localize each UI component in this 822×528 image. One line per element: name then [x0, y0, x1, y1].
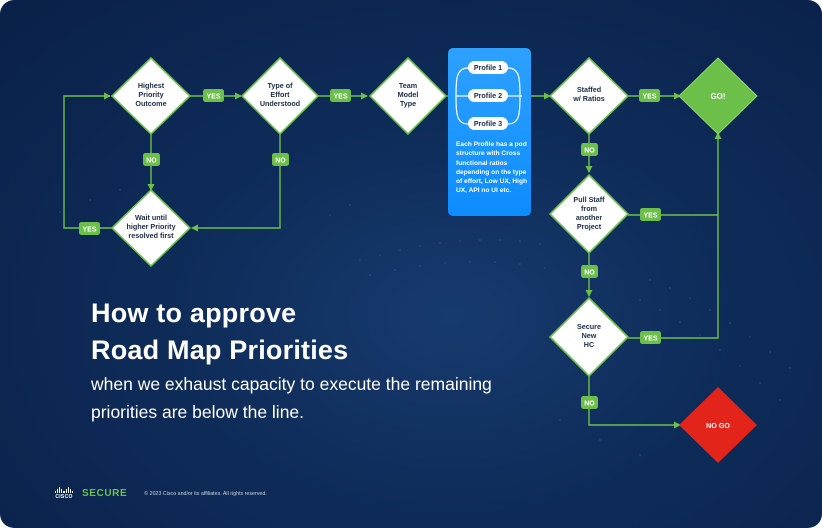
arrow-secure-no	[588, 376, 681, 429]
diamond-type-line2: Effort	[270, 90, 290, 99]
no-badge-staffed: NO	[584, 148, 595, 155]
yes-badge-highest: YES	[206, 94, 220, 101]
diamond-pull-line1: Pull Staff	[573, 195, 605, 204]
cisco-wordmark: CISCO	[55, 494, 73, 500]
diamond-secure-hc: Secure New HC	[548, 296, 630, 378]
profile-2-pill: Profile 2	[474, 91, 502, 100]
diamond-wait-line1: Wait until	[135, 213, 167, 222]
yes-badge-secure: YES	[643, 336, 657, 343]
profile-note: Each Profile has a pod structure with Cr…	[456, 141, 528, 195]
no-badge-secure: NO	[584, 401, 595, 408]
no-badge-highest: NO	[146, 158, 157, 165]
no-badge-type: NO	[275, 158, 286, 165]
diamond-pull-line2: from	[581, 204, 597, 213]
title-line-1: How to approve	[91, 298, 297, 328]
title-line-2: Road Map Priorities	[91, 335, 349, 365]
profile-1-pill: Profile 1	[474, 63, 502, 72]
diamond-team-model: Team Model Type	[368, 56, 448, 136]
diamond-highest-line1: Highest	[138, 81, 165, 90]
diamond-staffed-line1: Staffed	[577, 85, 601, 94]
diamond-secure-line2: New	[582, 331, 597, 340]
yes-badge-wait: YES	[82, 227, 96, 234]
diamond-pull-line4: Project	[577, 222, 602, 231]
diamond-wait-line2: higher Priority	[126, 222, 175, 231]
diamond-wait-line3: resolved first	[128, 231, 174, 240]
diamond-type-line1: Type of	[267, 81, 293, 90]
no-go-label: NO GO	[706, 421, 730, 430]
copyright: © 2023 Cisco and/or its affiliates. All …	[144, 490, 267, 497]
diamond-team-line3: Type	[400, 99, 416, 108]
diamond-highest-priority: Highest Priority Outcome	[110, 56, 192, 136]
diamond-highest-line2: Priority	[138, 90, 163, 99]
cisco-logo-icon: CISCO	[52, 487, 76, 500]
diamond-pull-line3: another	[576, 213, 603, 222]
diamond-highest-line3: Outcome	[135, 99, 166, 108]
brand-secure: SECURE	[82, 488, 128, 499]
diamond-pull-staff: Pull Staff from another Project	[548, 173, 630, 255]
diamond-type-line3: Understood	[260, 99, 300, 108]
footer: CISCO SECURE © 2023 Cisco and/or its aff…	[52, 487, 267, 500]
diamond-secure-line3: HC	[584, 340, 594, 349]
page-subtitle: when we exhaust capacity to execute the …	[91, 374, 492, 422]
profile-panel	[448, 48, 531, 216]
decision-badges: YES YES YES YES YES YES NO NO NO NO NO	[79, 89, 661, 409]
diamond-wait: Wait until higher Priority resolved firs…	[110, 188, 192, 268]
yes-badge-type: YES	[333, 94, 347, 101]
diamond-type-of-effort: Type of Effort Understood	[240, 56, 320, 136]
no-go-diamond: NO GO	[679, 387, 757, 463]
diamond-team-line2: Model	[398, 90, 419, 99]
yes-badge-staffed: YES	[642, 94, 656, 101]
dot-wave-decoration	[59, 189, 791, 456]
diamond-team-line1: Team	[399, 81, 417, 90]
profile-3-pill: Profile 3	[474, 119, 502, 128]
diamond-staffed: Staffed w/ Ratios	[548, 56, 630, 136]
go-diamond: GO!	[678, 57, 758, 135]
page-title: How to approve Road Map Priorities	[91, 295, 348, 369]
diamond-secure-line1: Secure	[577, 322, 601, 331]
diamond-staffed-line2: w/ Ratios	[572, 94, 605, 103]
yes-badge-pull: YES	[643, 213, 657, 220]
no-badge-pull: NO	[584, 270, 595, 277]
go-label: GO!	[710, 92, 725, 101]
